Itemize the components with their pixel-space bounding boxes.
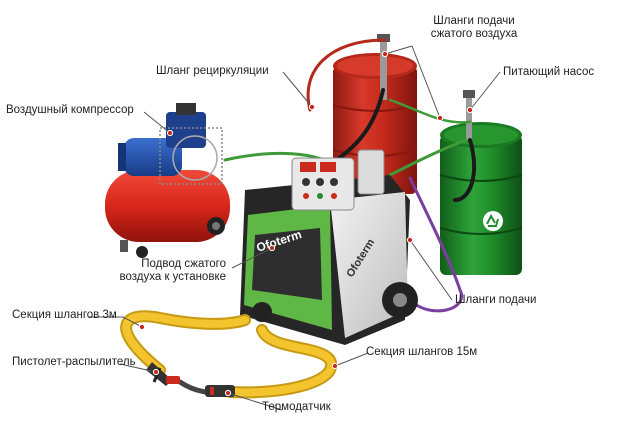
- spray-unit: Ofoterm Ofoterm: [240, 149, 418, 345]
- air-compressor: [105, 103, 230, 258]
- thermo-sensor-coupling: [205, 385, 235, 397]
- green-barrel: [439, 90, 523, 275]
- leader-dots: [138, 50, 474, 397]
- label-recirculation-hose: Шланг рециркуляции: [156, 65, 269, 77]
- label-air-supply-hoses-line1: Шланги подачи: [433, 15, 515, 27]
- label-air-supply-hoses-line2: сжатого воздуха: [430, 28, 518, 41]
- label-hose-section-3m: Секция шлангов 3м: [12, 309, 117, 321]
- label-air-supply-to-unit: Подвод сжатого воздуха к установке: [112, 258, 226, 284]
- recycle-logo-icon: [483, 211, 503, 231]
- label-hose-section-15m: Секция шлангов 15м: [366, 346, 478, 358]
- spray-gun: [146, 362, 180, 386]
- supply-hoses: [223, 38, 476, 313]
- label-air-supply-to-unit-line1: Подвод сжатого: [141, 258, 226, 270]
- label-feed-hoses: Шланги подачи: [455, 294, 537, 306]
- label-feed-pump: Питающий насос: [503, 66, 595, 78]
- label-thermo-sensor: Термодатчик: [262, 401, 331, 413]
- label-air-supply-to-unit-line2: воздуха к установке: [119, 271, 226, 284]
- label-air-compressor: Воздушный компрессор: [6, 104, 134, 116]
- leader-lines: [88, 45, 501, 411]
- label-air-supply-hoses: Шланги подачи сжатого воздуха: [418, 15, 530, 41]
- yellow-hoses: [120, 310, 338, 399]
- label-spray-gun: Пистолет-распылитель: [12, 356, 136, 368]
